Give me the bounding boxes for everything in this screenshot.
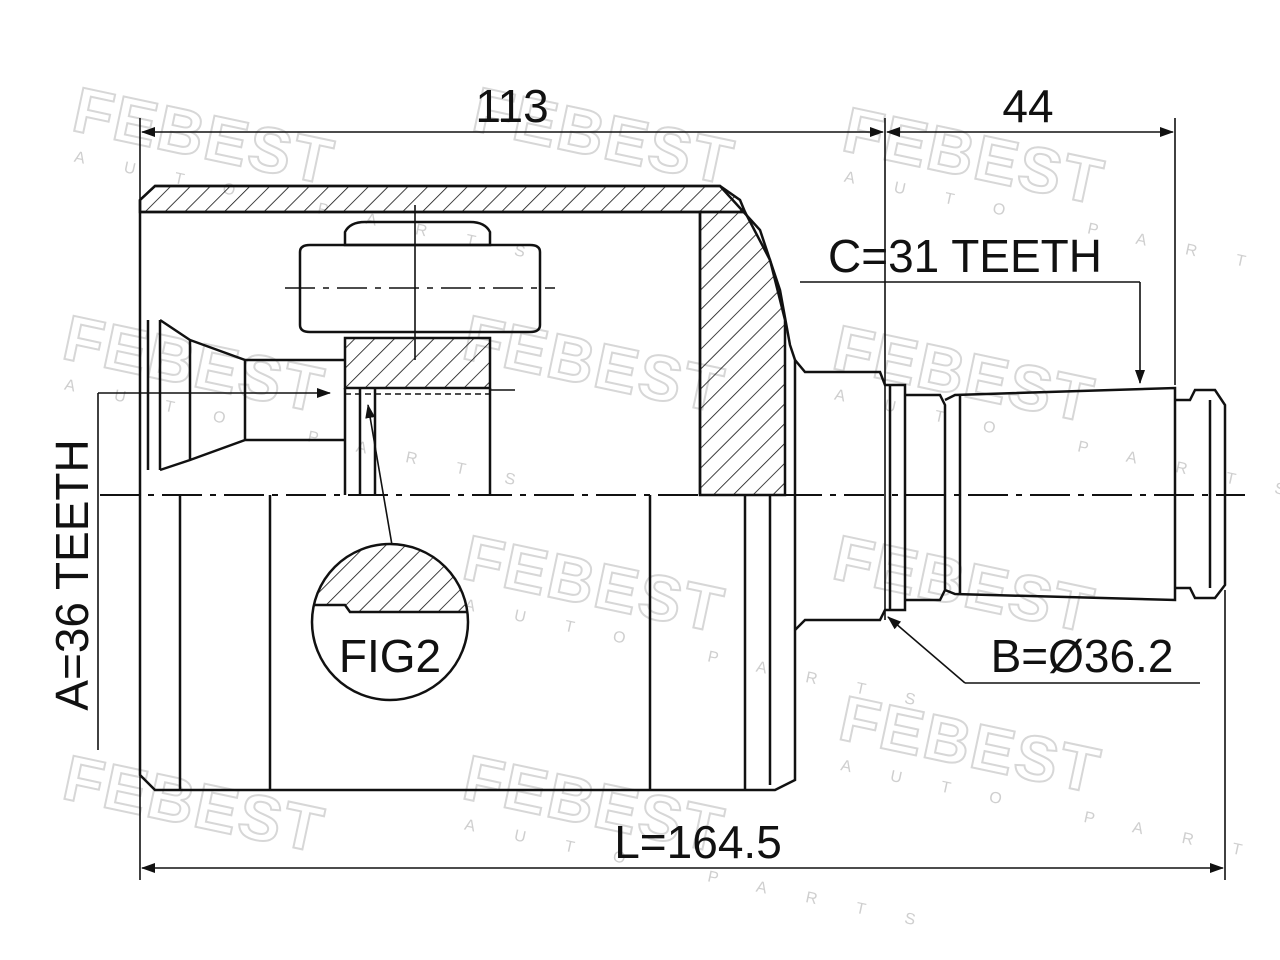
dimension-length-label: L=164.5 <box>614 816 782 868</box>
fig2-label: FIG2 <box>339 630 441 682</box>
spline-a-callout: A=36 TEETH <box>46 388 331 750</box>
watermark-brand: FEBEST <box>457 301 731 426</box>
diameter-b-label: B=Ø36.2 <box>991 630 1174 682</box>
spline-c-label: C=31 TEETH <box>828 230 1102 282</box>
watermark-brand: FEBEST <box>57 741 331 866</box>
tripod-roller <box>285 205 555 360</box>
fig2-detail: FIG2 <box>310 404 470 702</box>
dimension-113-label: 113 <box>475 80 548 132</box>
dimension-113: 113 <box>141 80 884 137</box>
dimension-length: L=164.5 <box>141 816 1224 873</box>
spline-c-callout: C=31 TEETH <box>800 230 1145 384</box>
diameter-b-callout: B=Ø36.2 <box>887 616 1200 684</box>
spider-hub <box>343 336 515 495</box>
inner-bore <box>146 318 345 472</box>
dimension-44: 44 <box>886 80 1174 137</box>
spline-a-label: A=36 TEETH <box>46 439 98 710</box>
housing <box>138 184 797 792</box>
dimension-44-label: 44 <box>1002 80 1053 132</box>
watermark-brand: FEBEST <box>827 521 1101 646</box>
